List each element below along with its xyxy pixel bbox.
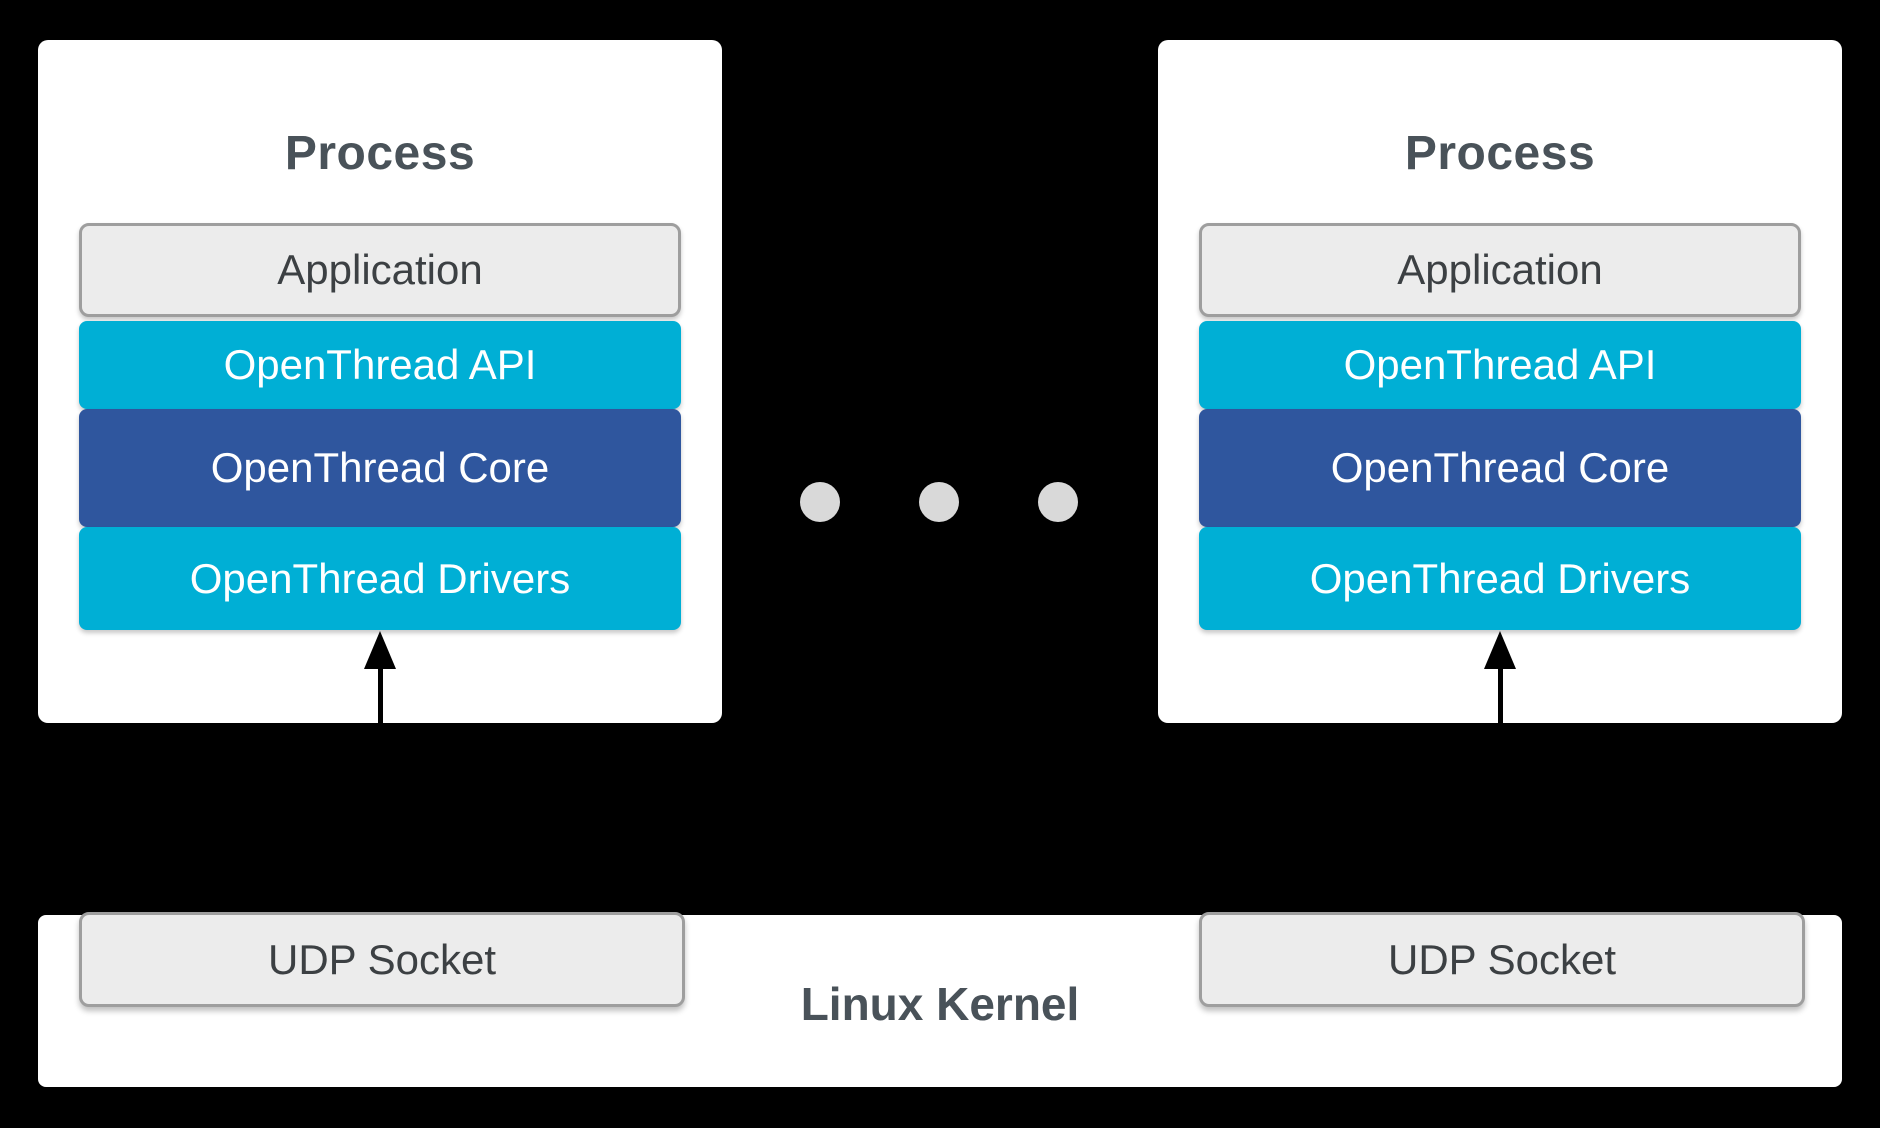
udp-socket-label: UDP Socket xyxy=(268,935,496,983)
layer-openthread-api-label: OpenThread API xyxy=(1343,341,1657,388)
layer-openthread-core: OpenThread Core xyxy=(79,409,681,527)
arrow-shaft xyxy=(377,669,383,723)
ellipsis-dot-icon xyxy=(1038,482,1078,522)
layer-application: Application xyxy=(1199,223,1801,317)
udp-to-drivers-arrow xyxy=(1484,631,1516,723)
layer-openthread-core-label: OpenThread Core xyxy=(210,444,550,491)
udp-socket-right: UDP Socket xyxy=(1199,912,1805,1007)
layer-application-label: Application xyxy=(1397,246,1603,293)
layer-application: Application xyxy=(79,223,681,317)
linux-kernel-box: UDP Socket UDP Socket Linux Kernel xyxy=(38,912,1842,1087)
ellipsis-dot-icon xyxy=(800,482,840,522)
layer-openthread-drivers: OpenThread Drivers xyxy=(1199,527,1801,630)
arrow-head-icon xyxy=(364,631,396,669)
arrow-head-icon xyxy=(1484,631,1516,669)
more-processes-ellipsis xyxy=(800,482,1078,522)
linux-kernel-title: Linux Kernel xyxy=(800,978,1080,1030)
layer-openthread-drivers-label: OpenThread Drivers xyxy=(1309,554,1691,602)
arrow-shaft xyxy=(1497,669,1503,723)
layer-stack: Application OpenThread API OpenThread Co… xyxy=(79,223,681,630)
ellipsis-dot-icon xyxy=(919,482,959,522)
layer-openthread-api-label: OpenThread API xyxy=(223,341,537,388)
udp-to-drivers-arrow xyxy=(364,631,396,723)
layer-openthread-core-label: OpenThread Core xyxy=(1330,444,1670,491)
process-title: Process xyxy=(284,127,476,180)
layer-stack: Application OpenThread API OpenThread Co… xyxy=(1199,223,1801,630)
layer-openthread-drivers-label: OpenThread Drivers xyxy=(189,554,571,602)
process-box-right: Process Application OpenThread API OpenT… xyxy=(1158,40,1842,723)
udp-socket-label: UDP Socket xyxy=(1388,935,1616,983)
layer-openthread-core: OpenThread Core xyxy=(1199,409,1801,527)
layer-openthread-api: OpenThread API xyxy=(79,321,681,409)
layer-openthread-api: OpenThread API xyxy=(1199,321,1801,409)
process-title: Process xyxy=(1404,127,1596,180)
layer-openthread-drivers: OpenThread Drivers xyxy=(79,527,681,630)
process-box-left: Process Application OpenThread API OpenT… xyxy=(38,40,722,723)
udp-socket-left: UDP Socket xyxy=(79,912,685,1007)
layer-application-label: Application xyxy=(277,246,483,293)
